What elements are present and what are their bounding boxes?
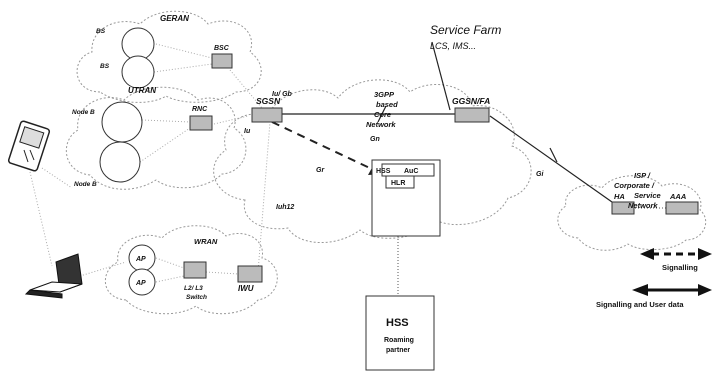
isp-label-2: Corporate / — [614, 181, 655, 190]
iwu-sgsn-link — [257, 121, 271, 273]
ha-label: HA — [614, 192, 625, 201]
hss-roaming-box — [365, 295, 435, 371]
roaming-label-1: Roaming — [384, 337, 414, 344]
ggsn-ha-link — [489, 115, 613, 203]
isp-cloud — [557, 175, 707, 251]
ap-label-1: AP — [135, 256, 146, 263]
bsc-label: BSC — [214, 45, 230, 52]
service-farm-title: Service Farm — [430, 23, 501, 37]
iuh-label: Iuh12 — [276, 204, 294, 211]
gr-label: Gr — [316, 167, 325, 174]
bs-label-2: BS — [100, 63, 110, 70]
ggsn-label: GGSN/FA — [452, 96, 490, 106]
phone-laptop-link — [29, 171, 53, 267]
switch-label-2: Switch — [186, 294, 207, 301]
signalling-user-legend-label: Signalling and User data — [596, 300, 684, 309]
core-label-3: Core — [374, 110, 391, 119]
iwu-label: IWU — [238, 284, 254, 293]
wran-cloud — [104, 225, 278, 315]
phone-nodeb-link — [41, 167, 73, 189]
bs-bsc-link-2 — [153, 63, 213, 73]
isp-label-1: ISP / — [634, 171, 651, 180]
bs-bsc-link-1 — [155, 43, 213, 59]
bs-circle-1 — [121, 27, 155, 61]
hlr-label: HLR — [391, 180, 405, 187]
gr-link — [271, 121, 375, 171]
hlr-box — [385, 175, 415, 189]
aaa-label: AAA — [669, 192, 686, 201]
rnc-sgsn-link — [213, 115, 249, 125]
laptop-ap-link — [79, 261, 127, 277]
bsc-box — [211, 53, 233, 69]
laptop-icon — [24, 253, 83, 299]
gi-tick — [549, 147, 558, 163]
bs-label-1: BS — [96, 28, 106, 35]
gi-label: Gi — [536, 171, 544, 178]
auc-label: AuC — [404, 168, 418, 175]
ap-switch-link-1 — [155, 257, 185, 269]
iu-label: Iu — [244, 128, 251, 135]
hss-roaming-label: HSS — [386, 317, 409, 329]
service-farm-subtitle: LCS, IMS... — [430, 41, 476, 51]
ap-switch-link-2 — [155, 275, 185, 283]
switch-label-1: L2/ L3 — [184, 285, 203, 292]
rnc-box — [189, 115, 213, 131]
ap-label-2: AP — [135, 280, 146, 287]
roaming-label-2: partner — [386, 347, 410, 354]
geran-label: GERAN — [160, 14, 189, 23]
signalling-user-legend-arrow — [632, 284, 712, 296]
ggsn-box — [454, 107, 490, 123]
nodeb-label-2: Node B — [74, 181, 97, 188]
nodeb-label-1: Node B — [72, 109, 95, 116]
service-farm-link — [431, 41, 451, 111]
utran-label: UTRAN — [128, 86, 156, 95]
iwu-box — [237, 265, 263, 283]
rnc-label: RNC — [192, 106, 208, 113]
utran-cloud — [65, 86, 247, 190]
nodeb-circle-2 — [99, 141, 141, 183]
switch-box — [183, 261, 207, 279]
iu-gb-label: Iu/ Gb — [272, 91, 293, 98]
ha-box — [611, 201, 635, 215]
core-label-2: based — [376, 100, 398, 109]
bs-circle-2 — [121, 55, 155, 89]
sgsn-box — [251, 107, 283, 123]
nodeb-rnc-link-1 — [141, 119, 191, 123]
signalling-legend-arrow — [640, 248, 712, 260]
hss-inner-label: HSS — [376, 168, 391, 175]
sgsn-label: SGSN — [256, 96, 281, 106]
nodeb-rnc-link-2 — [139, 127, 191, 163]
signalling-legend-label: Signalling — [662, 263, 698, 272]
aaa-box — [665, 201, 699, 215]
switch-iwu-link — [205, 271, 239, 275]
isp-label-4: Network — [628, 201, 658, 210]
core-cloud — [213, 79, 532, 243]
bsc-sgsn-link — [229, 69, 263, 109]
core-label-4: Network — [366, 120, 396, 129]
core-label-1: 3GPP — [374, 90, 395, 99]
isp-label-3: Service — [634, 191, 661, 200]
mobile-phone-icon — [7, 120, 51, 172]
gn-tick — [377, 105, 387, 123]
wran-label: WRAN — [194, 237, 218, 246]
geran-cloud — [76, 10, 262, 103]
gn-label: Gn — [370, 136, 380, 143]
ap-circle-2 — [128, 268, 156, 296]
nodeb-circle-1 — [101, 101, 143, 143]
